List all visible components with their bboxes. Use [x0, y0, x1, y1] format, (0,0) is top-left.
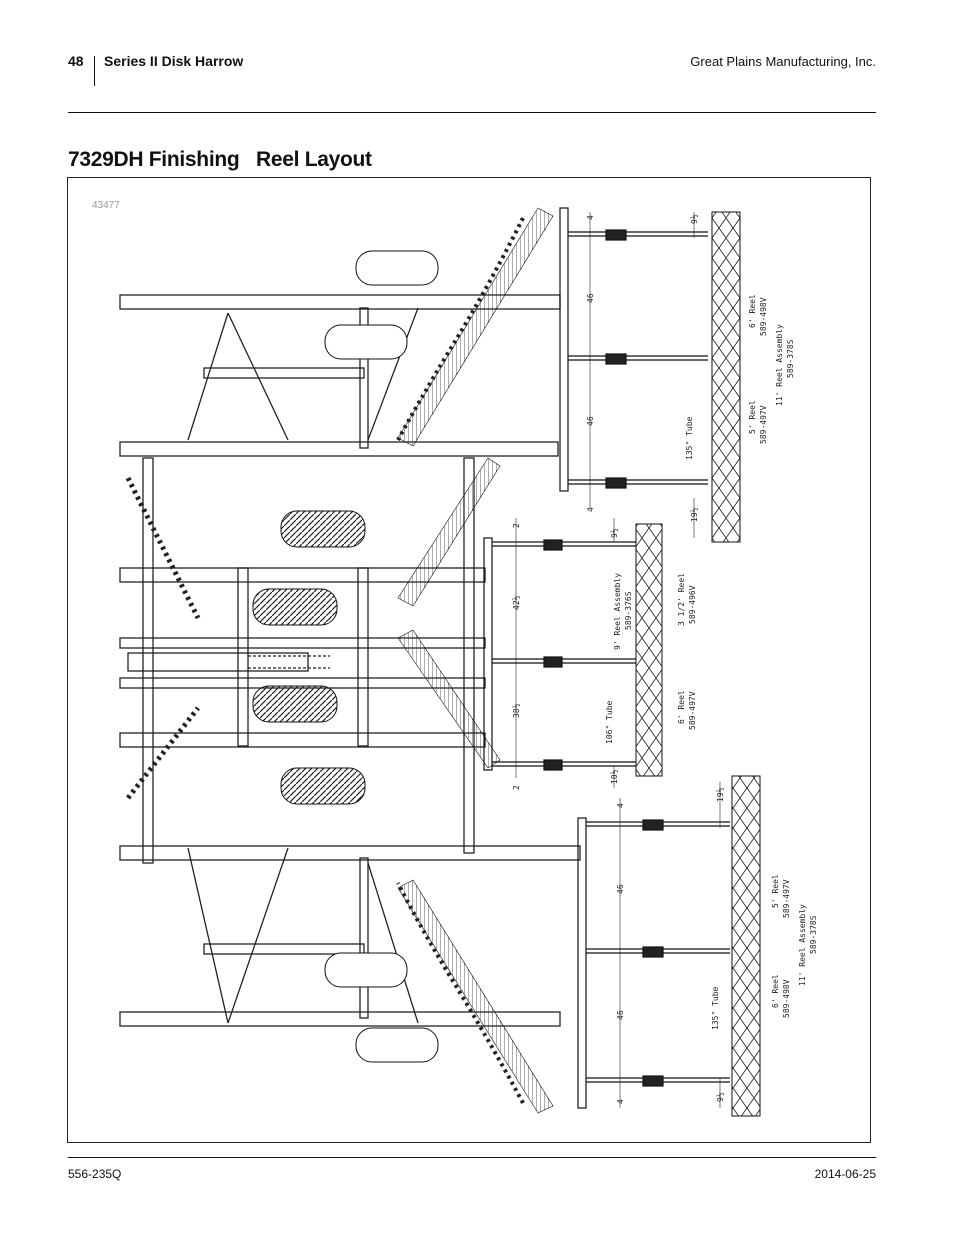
label-part-498v-a: 589-498V	[759, 297, 768, 336]
dim-mid-2b: 2	[512, 785, 521, 790]
doc-number: 556-235Q	[68, 1167, 122, 1181]
footer-rule	[68, 1157, 876, 1158]
dim-bot-46a: 46	[616, 884, 625, 894]
label-part-496v: 589-496V	[688, 585, 697, 624]
dim-top-46a: 46	[586, 293, 595, 303]
tires	[252, 250, 439, 1063]
dim-mid-38half: 38½	[511, 703, 521, 718]
dim-bot-19half: 19½	[715, 787, 725, 802]
label-assembly-9ft: 9' Reel Assembly	[613, 573, 622, 650]
dim-top-9half: 9½	[689, 214, 699, 224]
header-divider	[94, 56, 95, 86]
dim-bot-46b: 46	[616, 1010, 625, 1020]
label-reel-6ft-a: 6' Reel	[748, 294, 757, 328]
disk-gangs	[125, 207, 554, 1114]
label-reel-6ft-c: 6' Reel	[677, 690, 686, 724]
dim-mid-10half: 10½	[609, 769, 619, 784]
label-part-497v-b: 589-497V	[782, 879, 791, 918]
label-part-376s: 589-376S	[624, 591, 633, 630]
section-title: 7329DH Finishing Reel Layout	[68, 148, 372, 171]
part-callouts: 6' Reel 589-498V 11' Reel Assembly 589-3…	[605, 294, 818, 1030]
label-tube-106: 106" Tube	[605, 700, 614, 744]
dim-top-46b: 46	[586, 416, 595, 426]
label-reel-3half: 3 1/2' Reel	[677, 573, 686, 626]
label-reel-5ft-a: 5' Reel	[748, 400, 757, 434]
dimension-labels: 4 46 46 4 9½ 19½ 2 42½ 38½ 2 9½ 10½ 4 46…	[511, 214, 725, 1104]
publish-date: 2014-06-25	[814, 1167, 876, 1181]
figure-id: 43477	[92, 200, 120, 211]
dimension-lines	[515, 212, 721, 1108]
dim-top-19half: 19½	[689, 507, 699, 522]
dim-top-4: 4	[586, 215, 595, 220]
reel-layout-figure: 43477	[67, 177, 871, 1143]
label-assembly-11ft-b: 11' Reel Assembly	[798, 904, 807, 986]
label-tube-135-b: 135" Tube	[711, 986, 720, 1030]
label-part-378s-a: 589-378S	[786, 339, 795, 378]
label-part-497v-c: 589-497V	[688, 691, 697, 730]
company-name: Great Plains Manufacturing, Inc.	[690, 54, 876, 69]
manual-title: Series II Disk Harrow	[104, 53, 244, 69]
dim-mid-2a: 2	[512, 523, 521, 528]
reels	[635, 211, 761, 1117]
label-part-497v-a: 589-497V	[759, 405, 768, 444]
label-part-498v-b: 589-498V	[782, 979, 791, 1018]
dim-bot-9half: 9½	[715, 1092, 725, 1102]
dim-bot-4b: 4	[616, 1099, 625, 1104]
reel-layout-drawing: 4 46 46 4 9½ 19½ 2 42½ 38½ 2 9½ 10½ 4 46…	[119, 207, 818, 1117]
label-assembly-11ft-a: 11' Reel Assembly	[775, 324, 784, 406]
frame-structure	[119, 294, 581, 1027]
page-number: 48	[68, 53, 84, 69]
dim-top-4b: 4	[586, 507, 595, 512]
header-rule	[68, 112, 876, 113]
label-reel-6ft-b: 6' Reel	[771, 974, 780, 1008]
dim-bot-4a: 4	[616, 803, 625, 808]
label-reel-5ft-b: 5' Reel	[771, 874, 780, 908]
label-part-378s-b: 589-378S	[809, 915, 818, 954]
reel-arms	[483, 207, 730, 1109]
dim-mid-42half: 42½	[511, 595, 521, 610]
label-tube-135-a: 135" Tube	[685, 416, 694, 460]
dim-mid-9half: 9½	[609, 528, 619, 538]
